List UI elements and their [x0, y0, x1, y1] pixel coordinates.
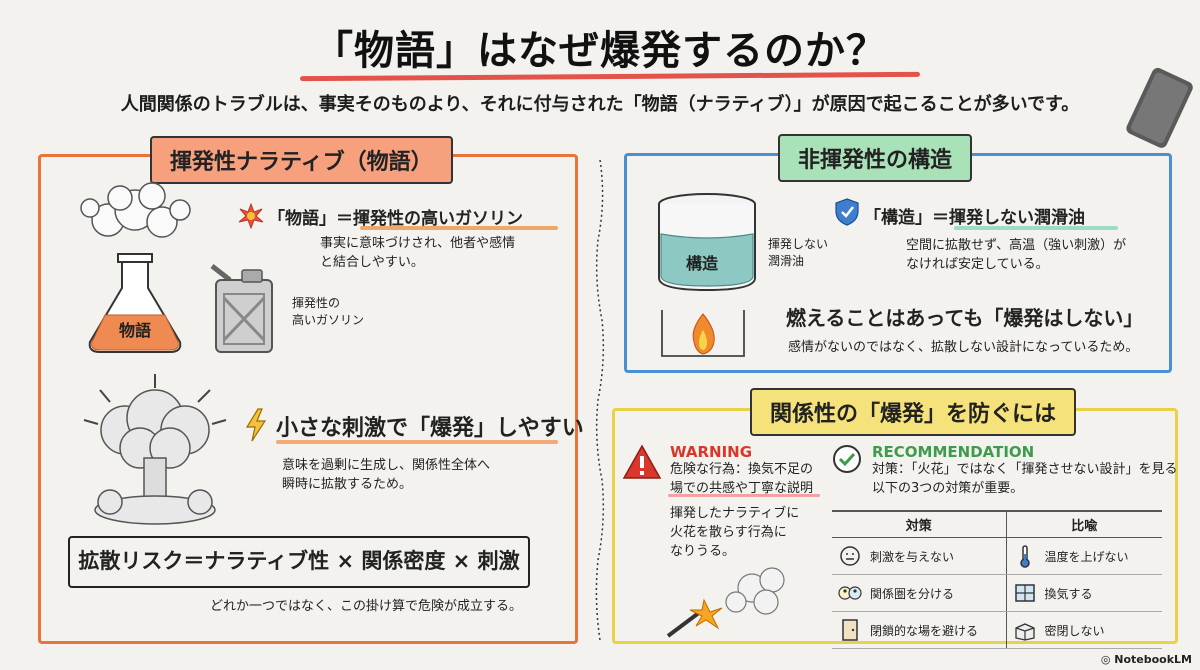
- narrative-gasoline-text: 事実に意味づけされ、他者や感情 と結合しやすい。: [320, 236, 516, 270]
- eraser-icon: [1126, 67, 1193, 148]
- jar-label: 構造: [686, 254, 719, 273]
- metaphor-label: 温度を上げない: [1044, 549, 1129, 564]
- no-explosion-heading: 燃えることはあっても「爆発はしない」: [786, 306, 1144, 330]
- explosion-cloud-icon: [83, 374, 227, 525]
- volatile-narrative-title: 揮発性ナラティブ（物語）: [150, 136, 453, 184]
- exploding-flask-icon: 物語: [80, 182, 191, 353]
- narrative-gasoline-heading: 「物語」＝揮発性の高いガソリン: [268, 209, 523, 229]
- warning-triangle-icon: [622, 444, 662, 479]
- structure-lubricant-heading: 「構造」＝揮発しない潤滑油: [864, 208, 1085, 228]
- flask-label: 物語: [119, 321, 151, 340]
- page-title: 「物語」はなぜ爆発するのか？: [313, 28, 887, 74]
- diffusion-risk-formula: 拡散リスク＝ナラティブ性 × 関係密度 × 刺激: [68, 536, 530, 588]
- structure-lubricant-text: 空間に拡散せず、高温（強い刺激）が なければ安定している。: [906, 238, 1127, 272]
- recommendation-text: 対策：「火花」ではなく「揮発させない設計」を見る 以下の3つの対策が重要。: [872, 462, 1178, 496]
- contained-fire-icon: [661, 310, 745, 357]
- table-row: 関係圏を分ける 換気する: [832, 574, 1162, 612]
- measure-label: 刺激を与えない: [870, 549, 955, 564]
- formula-note: どれか一つではなく、この掛け算で危険が成立する。: [210, 599, 523, 614]
- open-box-icon: [1013, 618, 1037, 642]
- shield-check-icon: [835, 198, 859, 226]
- explosion-spark-icon: [238, 203, 264, 229]
- spark-icon: [666, 567, 785, 638]
- measures-table: 対策 比喩 刺激を与えない 温度を上げない: [832, 510, 1162, 649]
- table-header-metaphor: 比喩: [1005, 510, 1162, 538]
- jar-caption: 揮発しない 潤滑油: [768, 237, 829, 268]
- easy-explosion-text: 意味を過剰に生成し、関係性全体へ 瞬時に拡散するため。: [282, 458, 491, 492]
- measure-label: 関係圏を分ける: [870, 586, 955, 601]
- panel-divider: [595, 160, 605, 640]
- table-row: 閉鎖的な場を避ける 密閉しない: [832, 611, 1162, 649]
- metaphor-label: 換気する: [1044, 586, 1093, 601]
- brand-label: ◎ NotebookLM: [1101, 653, 1192, 666]
- warning-label: WARNING: [670, 443, 753, 461]
- non-volatile-structure-title: 非揮発性の構造: [778, 134, 973, 182]
- heading-underline: [276, 440, 558, 444]
- heading-underline: [954, 226, 1118, 230]
- calm-face-icon: [838, 544, 862, 568]
- warning-underline: [668, 494, 820, 497]
- measure-label: 閉鎖的な場を避ける: [870, 623, 979, 638]
- warning-text: 危険な行為：換気不足の 場での共感や丁寧な説明: [670, 462, 814, 496]
- brand-text: NotebookLM: [1114, 653, 1192, 666]
- oil-jar-icon: [658, 193, 756, 292]
- heading-underline: [360, 226, 558, 230]
- brand-logo-icon: ◎: [1100, 653, 1115, 666]
- door-icon: [838, 618, 862, 642]
- recommendation-label: RECOMMENDATION: [872, 443, 1035, 461]
- gasoline-can-icon: [210, 264, 273, 353]
- easy-explosion-heading: 小さな刺激で「爆発」しやすい: [276, 416, 584, 441]
- page-subtitle: 人間関係のトラブルは、事実そのものより、それに付与された「物語（ナラティブ）」が…: [120, 94, 1080, 115]
- table-row: 刺激を与えない 温度を上げない: [832, 537, 1162, 575]
- people-circles-icon: [838, 581, 862, 605]
- gasoline-can-label: 揮発性の 高いガソリン: [292, 296, 365, 327]
- metaphor-label: 密閉しない: [1044, 623, 1105, 638]
- check-circle-icon: [833, 445, 861, 473]
- thermometer-icon: [1013, 544, 1037, 568]
- warning-detail: 揮発したナラティブに 火花を散らす行為に なりうる。: [670, 506, 800, 559]
- table-header-measure: 対策: [832, 510, 1006, 538]
- window-icon: [1013, 581, 1037, 605]
- lightning-icon: [245, 408, 267, 442]
- no-explosion-text: 感情がないのではなく、拡散しない設計になっているため。: [788, 340, 1139, 355]
- prevention-title: 関係性の「爆発」を防ぐには: [750, 388, 1077, 436]
